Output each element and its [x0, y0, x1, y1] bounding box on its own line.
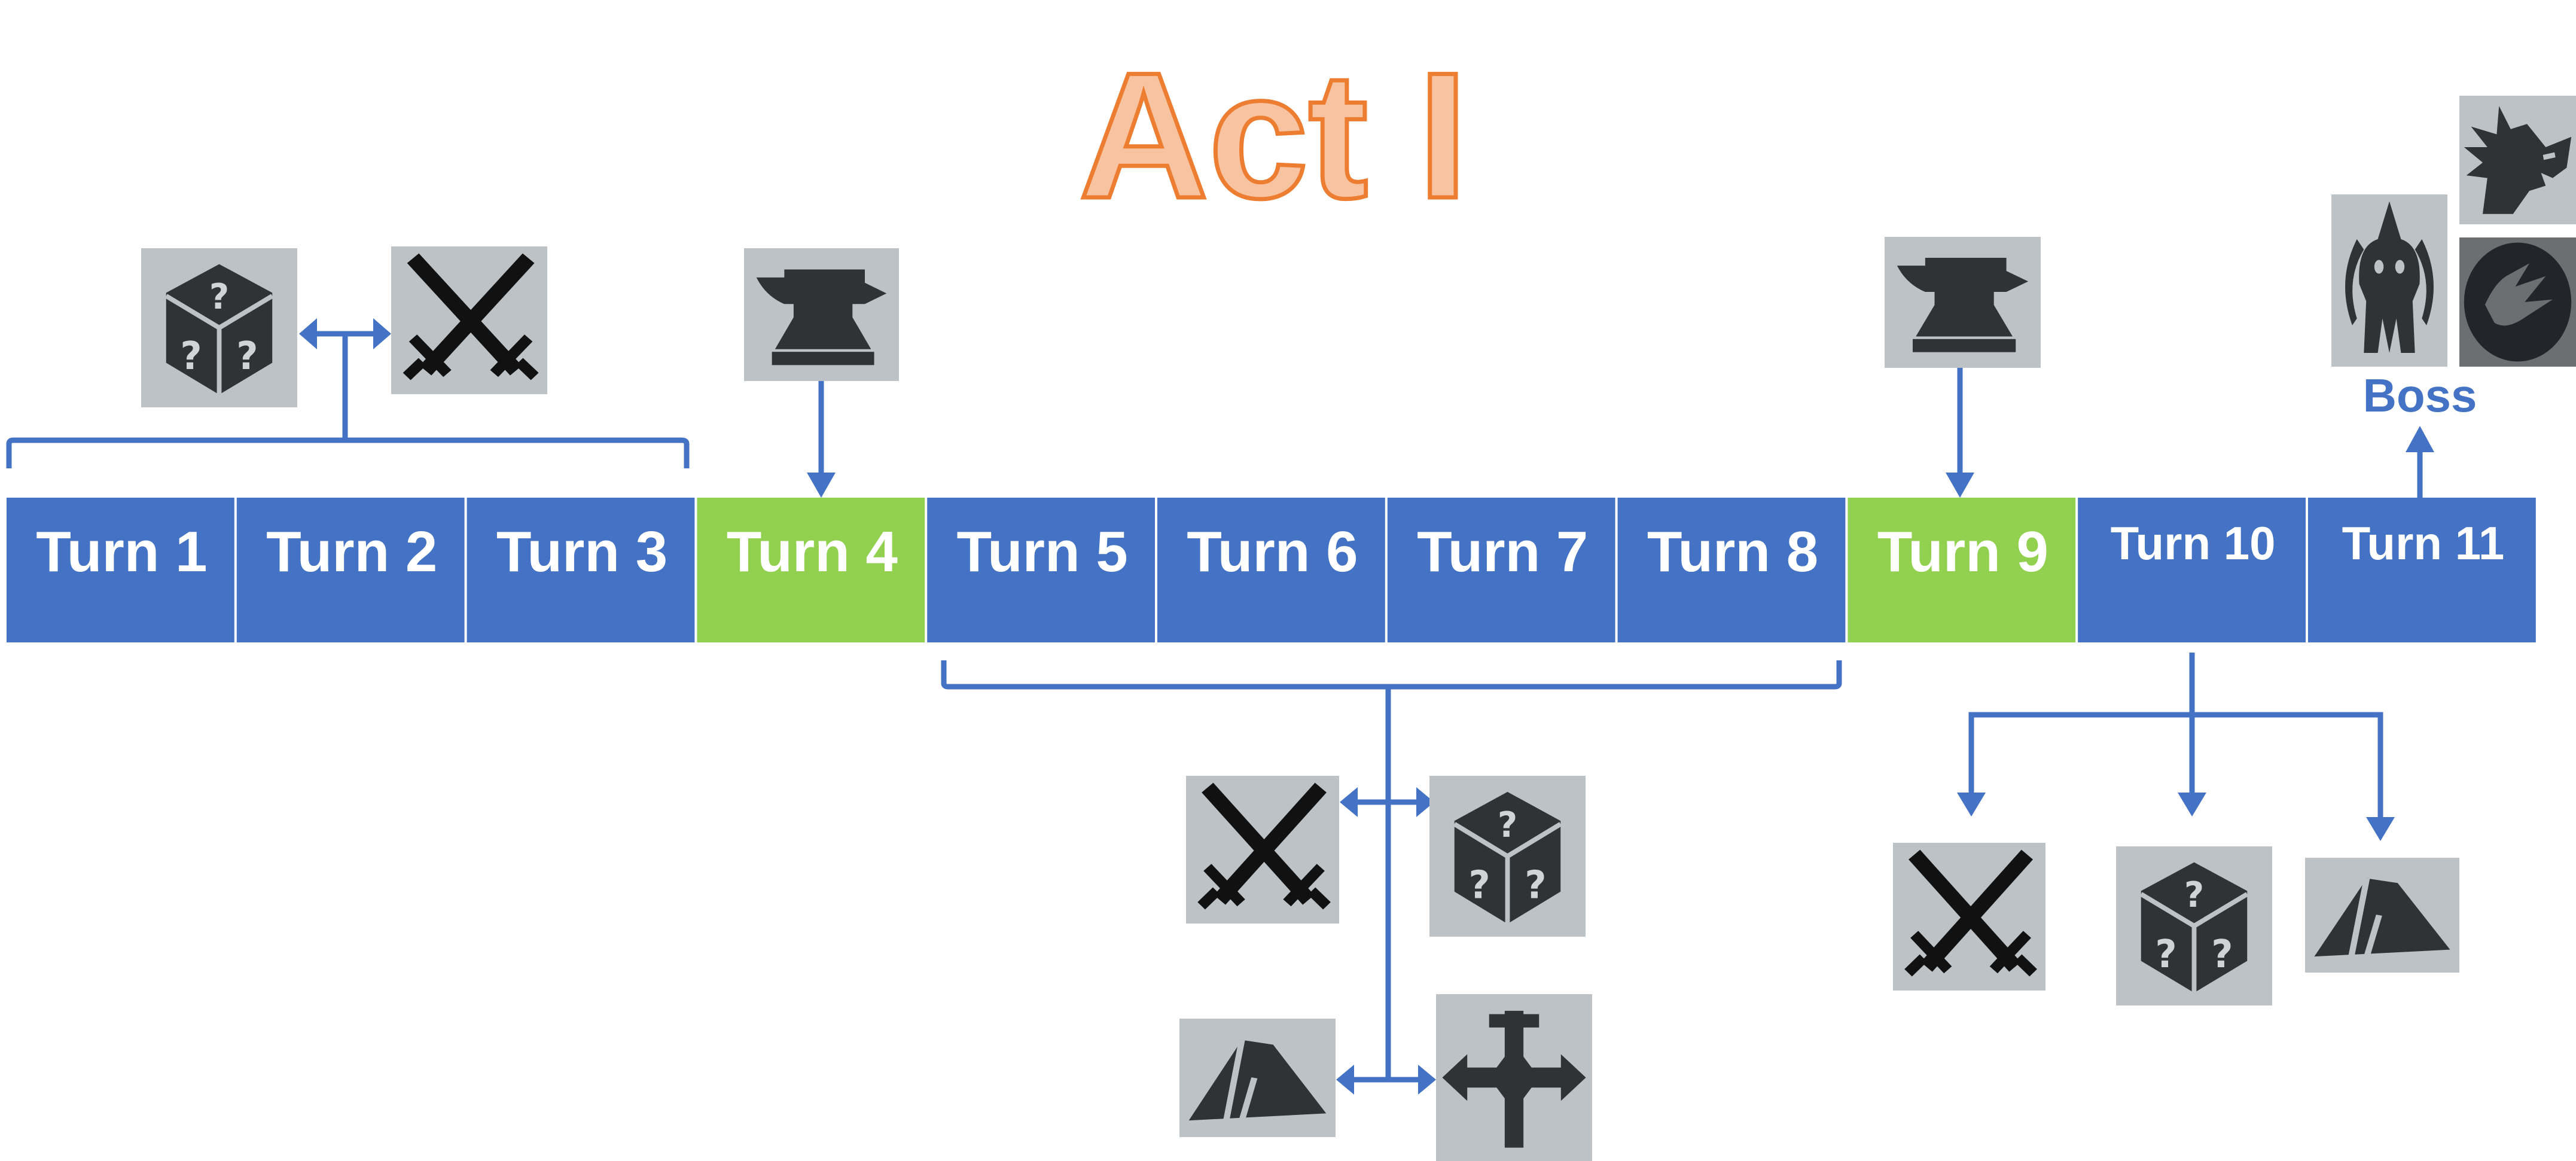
claw-boss-icon — [2459, 237, 2576, 367]
turn-label: Turn 7 — [1417, 520, 1588, 584]
arrow-to-boss — [2406, 426, 2434, 498]
turn-cell-1: Turn 1 — [7, 498, 234, 642]
turn-label: Turn 6 — [1187, 520, 1358, 584]
turn-label: Turn 1 — [36, 520, 207, 584]
turn-cell-bg — [1157, 498, 1385, 642]
turn-cell-8: Turn 8 — [1617, 498, 1846, 642]
turn-bar: Turn 1 Turn 2 Turn 3 Turn 4 Turn 5 Turn 6 Turn… — [7, 498, 2536, 642]
turn-cell-bg — [697, 498, 925, 642]
crossroads-icon — [1436, 994, 1592, 1161]
turn-cell-10: Turn 10 — [2078, 498, 2306, 642]
turn-cell-bg — [236, 498, 465, 642]
turn-label: Turn 2 — [266, 520, 437, 584]
turn-cell-bg — [927, 498, 1155, 642]
skull-boss-icon — [2331, 194, 2447, 367]
turn-cell-11: Turn 11 — [2308, 498, 2536, 642]
connector-turn-10 — [1957, 653, 2395, 841]
turn-label: Turn 11 — [2342, 517, 2505, 569]
turn-cell-bg — [1617, 498, 1846, 642]
arrow-to-turn-9 — [1946, 368, 1974, 498]
turn-label: Turn 8 — [1647, 520, 1818, 584]
turn-cell-bg — [2308, 498, 2536, 642]
turn-cell-9: Turn 9 — [1848, 498, 2076, 642]
turn-cell-bg — [2078, 498, 2306, 642]
arrow-to-turn-4 — [807, 381, 836, 498]
connector-turns-1-3 — [6, 318, 690, 468]
turn-label: Turn 5 — [956, 520, 1127, 584]
turn-cell-3: Turn 3 — [467, 498, 695, 642]
turn-cell-5: Turn 5 — [927, 498, 1155, 642]
camp-icon — [1179, 1019, 1336, 1137]
turn-cell-bg — [7, 498, 234, 642]
turn-cell-bg — [1848, 498, 2076, 642]
dragon-boss-icon — [2459, 96, 2576, 224]
turn-label: Turn 9 — [1877, 520, 2048, 584]
turn-label: Turn 10 — [2111, 517, 2276, 569]
battle-icon — [1186, 776, 1339, 924]
turn-cell-7: Turn 7 — [1387, 498, 1615, 642]
boss-label: Boss — [2363, 369, 2477, 422]
turn-cell-bg — [467, 498, 695, 642]
mystery-icon — [141, 248, 297, 407]
mystery-icon — [2116, 846, 2272, 1005]
anvil-icon — [1885, 237, 2041, 368]
turn-cell-6: Turn 6 — [1157, 498, 1385, 642]
anvil-icon — [744, 248, 899, 381]
turn-cell-4: Turn 4 — [697, 498, 925, 642]
mystery-icon — [1429, 776, 1586, 937]
turn-label: Turn 4 — [727, 520, 898, 584]
battle-icon — [1893, 843, 2045, 991]
connector-turns-5-8 — [941, 660, 1842, 1095]
turn-cell-bg — [1387, 498, 1615, 642]
act-title: Act I — [1079, 35, 1468, 236]
turn-label: Turn 3 — [496, 520, 667, 584]
turn-cell-2: Turn 2 — [236, 498, 465, 642]
camp-icon — [2305, 858, 2459, 973]
battle-icon — [391, 246, 547, 394]
